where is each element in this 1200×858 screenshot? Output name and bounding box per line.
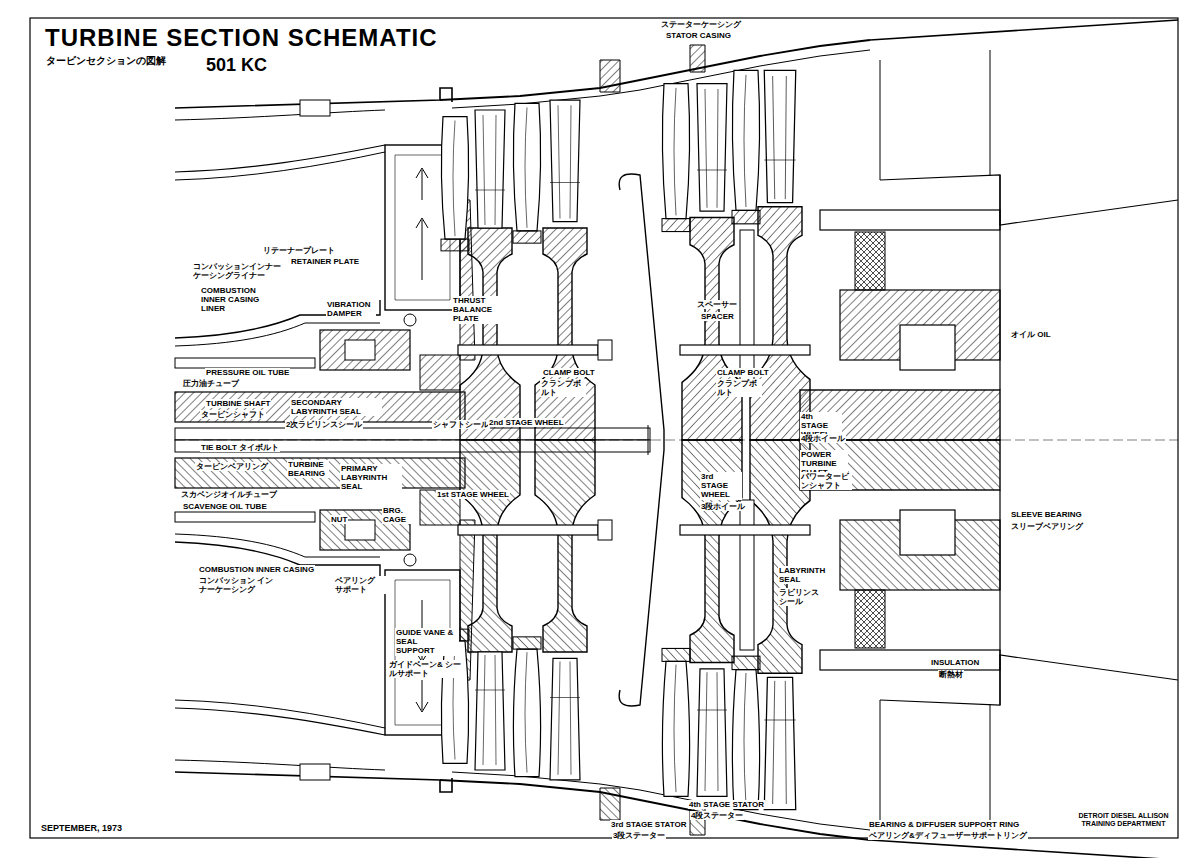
model-number: 501 KC xyxy=(205,55,268,76)
drawing-part xyxy=(175,440,1178,858)
part-label: タービンベアリング xyxy=(195,462,269,471)
part-label: VIBRATION DAMPER xyxy=(326,300,376,318)
part-label: INSULATION xyxy=(930,658,980,667)
part-label: SECONDARY LABYRINTH SEAL xyxy=(290,398,382,416)
part-label: ベアリング&ディフューザーサポートリング xyxy=(868,831,1028,840)
subtitle: タービンセクションの図解 xyxy=(45,55,167,67)
part-label: SLEEVE BEARING xyxy=(1010,510,1083,519)
part-label: コンバッション インナーケーシング xyxy=(198,576,280,594)
part-label: CLAMP BOLT xyxy=(542,368,596,377)
part-label: TURBINE BEARING xyxy=(287,460,329,478)
part-label: シャフトシール xyxy=(432,420,490,429)
part-label: 2nd STAGE WHEEL xyxy=(488,418,565,427)
part-label: 4段ホイール xyxy=(800,434,846,443)
part-label: COMBUSTION INNER CASING xyxy=(198,565,315,574)
part-label: ラビリンス シール xyxy=(778,588,830,606)
part-label: BRG. CAGE xyxy=(382,506,414,524)
part-label: 圧力油チューブ xyxy=(182,379,240,388)
part-label: リテーナープレート xyxy=(262,246,336,255)
part-label: 4段ステーター xyxy=(690,811,744,820)
title: TURBINE SECTION SCHEMATIC xyxy=(45,24,438,52)
part-label: TURBINE SHAFT xyxy=(205,399,271,408)
part-label: PRIMARY LABYRINTH SEAL xyxy=(340,464,402,492)
part-label: 3段ステーター xyxy=(612,831,666,840)
part-label: COMBUSTION INNER CASING LINER xyxy=(200,286,282,314)
part-label: SEPTEMBER, 1973 xyxy=(40,823,123,833)
part-label: 3rd STAGE STATOR xyxy=(610,820,687,829)
part-label: タービンシャフト xyxy=(200,410,266,419)
part-label: スペーサー xyxy=(696,300,738,309)
part-label: 3rd STAGE WHEEL xyxy=(700,472,742,500)
part-label: 4th STAGE STATOR xyxy=(688,800,765,809)
part-label: 1st STAGE WHEEL xyxy=(436,490,510,499)
part-label: ベアリング サポート xyxy=(334,576,386,594)
part-label: スリーブベアリング xyxy=(1010,522,1084,531)
part-label: 3段ホイール xyxy=(700,502,746,511)
part-label: パワータービンシャフト xyxy=(800,472,852,490)
part-label: SPACER xyxy=(700,312,735,321)
part-label: コンバッションインナー ケーシングライナー xyxy=(192,262,284,280)
part-label: クランプボルト xyxy=(540,379,586,397)
part-label: TIE BOLT タイボルト xyxy=(200,443,280,452)
part-label: RETAINER PLATE xyxy=(290,257,360,266)
part-label: スカベンジオイルチューブ xyxy=(180,490,278,499)
part-label: NUT xyxy=(330,515,348,524)
turbine-lower-half xyxy=(175,440,1178,858)
part-label: BEARING & DIFFUSER SUPPORT RING xyxy=(868,820,1020,829)
part-label: 2次ラビリンスシール xyxy=(285,420,363,429)
part-label: PRESSURE OIL TUBE xyxy=(205,368,290,377)
part-label: CLAMP BOLT xyxy=(716,368,770,377)
part-label: ステーターケーシング xyxy=(660,20,742,29)
frame xyxy=(30,18,1178,838)
part-label: SCAVENGE OIL TUBE xyxy=(182,502,268,511)
drawing-part xyxy=(175,20,1178,440)
part-label: DETROIT DIESEL ALLISON TRAINING DEPARTME… xyxy=(1075,812,1172,828)
part-label: ガイドベーン& シールサポート xyxy=(388,660,462,678)
part-label: STATOR CASING xyxy=(665,31,732,40)
part-label: オイル OIL xyxy=(1010,330,1052,339)
part-label: THRUST BALANCE PLATE xyxy=(452,296,499,324)
turbine-upper-half xyxy=(175,20,1178,440)
part-label: 断熱材 xyxy=(938,670,964,679)
centerline xyxy=(175,440,1178,441)
part-label: LABYRINTH SEAL xyxy=(778,566,826,584)
part-label: GUIDE VANE & SEAL SUPPORT xyxy=(395,628,459,656)
part-label: クランプボルト xyxy=(716,379,762,397)
